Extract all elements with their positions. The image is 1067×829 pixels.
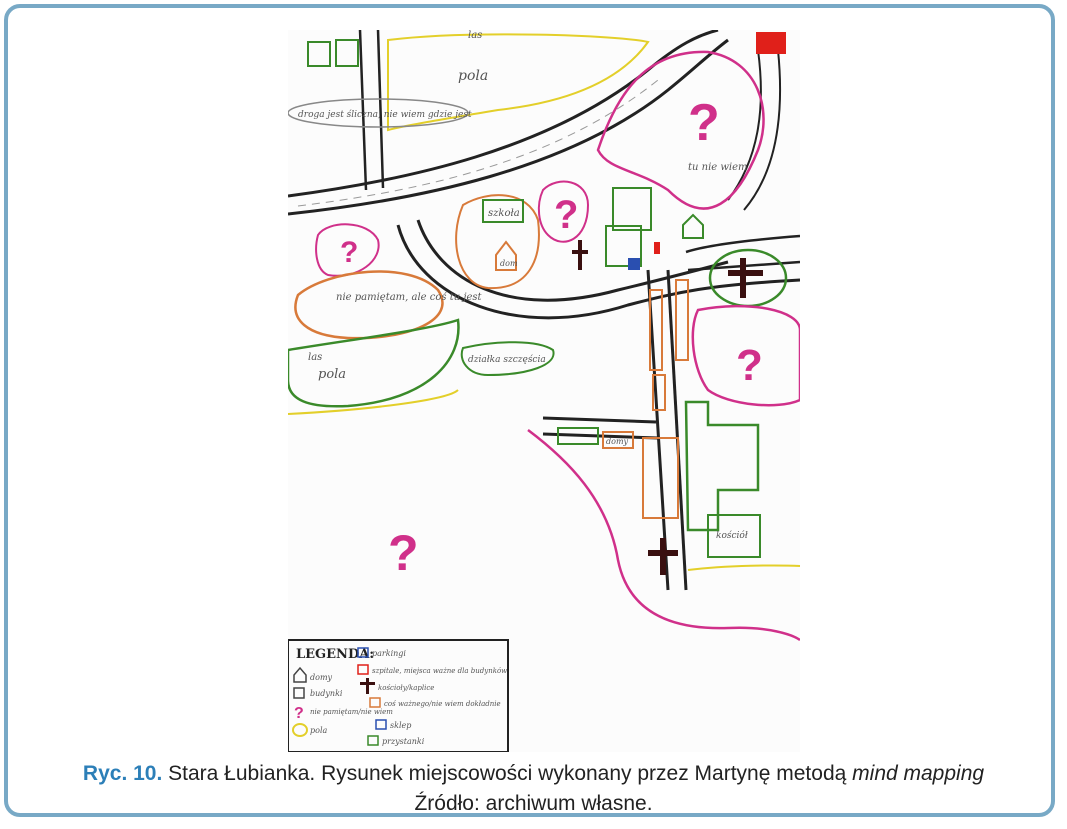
label-pola-top: pola [458, 68, 488, 84]
legend-pola: pola [310, 726, 327, 735]
unknown-area-bottom [527, 429, 800, 642]
svg-text:?: ? [294, 705, 304, 722]
label-kosciol: kościół [716, 530, 748, 541]
label-pola-left: pola [318, 367, 346, 382]
question-mark-top: ? [688, 94, 720, 152]
label-las-top: las [468, 30, 482, 41]
label-szkola: szkoła [488, 208, 520, 219]
question-mark-mid: ? [554, 193, 578, 237]
legend-budynki: budynki [310, 689, 343, 698]
caption-text: Stara Łubianka. Rysunek miejscowości wyk… [168, 762, 847, 785]
unknown-area-top [596, 50, 765, 210]
legend-przystanki: przystanki [382, 737, 425, 746]
figure-caption: Ryc. 10. Stara Łubianka. Rysunek miejsco… [8, 760, 1051, 788]
legend-szpitale: szpitale, miejsca ważne dla budynków [372, 667, 507, 675]
main-street [646, 269, 670, 591]
cross-small [572, 240, 588, 270]
main-road [288, 30, 719, 198]
lower-road [416, 219, 729, 302]
question-mark-left: ? [340, 236, 358, 269]
legend-sklep: sklep [390, 721, 411, 730]
red-marker [756, 32, 786, 54]
legend-domy: domy [310, 673, 333, 682]
label-droga: droga jest śliczna, nie wiem gdzie jest [298, 109, 472, 120]
legend-title: LEGENDA: [296, 647, 374, 662]
legend-parkingi: parkingi [372, 649, 406, 658]
main-road-inner [288, 38, 729, 216]
figure-label: Ryc. 10. [82, 762, 163, 785]
caption-italic: mind mapping [852, 762, 985, 785]
legend: LEGENDA: domy budynki ? nie pamiętam/nie… [288, 639, 509, 752]
question-mark-right: ? [736, 341, 763, 390]
label-tu-nie-wiem: tu nie wiem [688, 162, 748, 173]
cross-church [728, 258, 763, 298]
label-dzialka: działka szczęścia [468, 354, 546, 365]
label-pamietam: nie pamiętam, ale coś tu jest [336, 292, 482, 303]
legend-nie-wiem: nie pamiętam/nie wiem [310, 708, 393, 716]
figure-source: Źródło: archiwum własne. [414, 792, 653, 815]
side-street [542, 416, 657, 424]
label-las-left: las [308, 352, 322, 363]
label-dom: dom [500, 259, 518, 268]
figure-frame: pola droga jest śliczna, nie wiem gdzie … [4, 4, 1055, 817]
question-mark-bottom: ? [388, 525, 419, 581]
hand-drawn-map: pola droga jest śliczna, nie wiem gdzie … [288, 30, 800, 752]
church-area [708, 248, 788, 308]
cross-lower [648, 538, 678, 575]
pole-top [387, 33, 650, 132]
label-domy: domy [606, 437, 629, 446]
legend-koscioly: kościoły/kaplice [378, 684, 434, 692]
legend-cos-waznego: coś ważnego/nie wiem dokładnie [384, 700, 501, 708]
droga-oval [288, 98, 469, 128]
